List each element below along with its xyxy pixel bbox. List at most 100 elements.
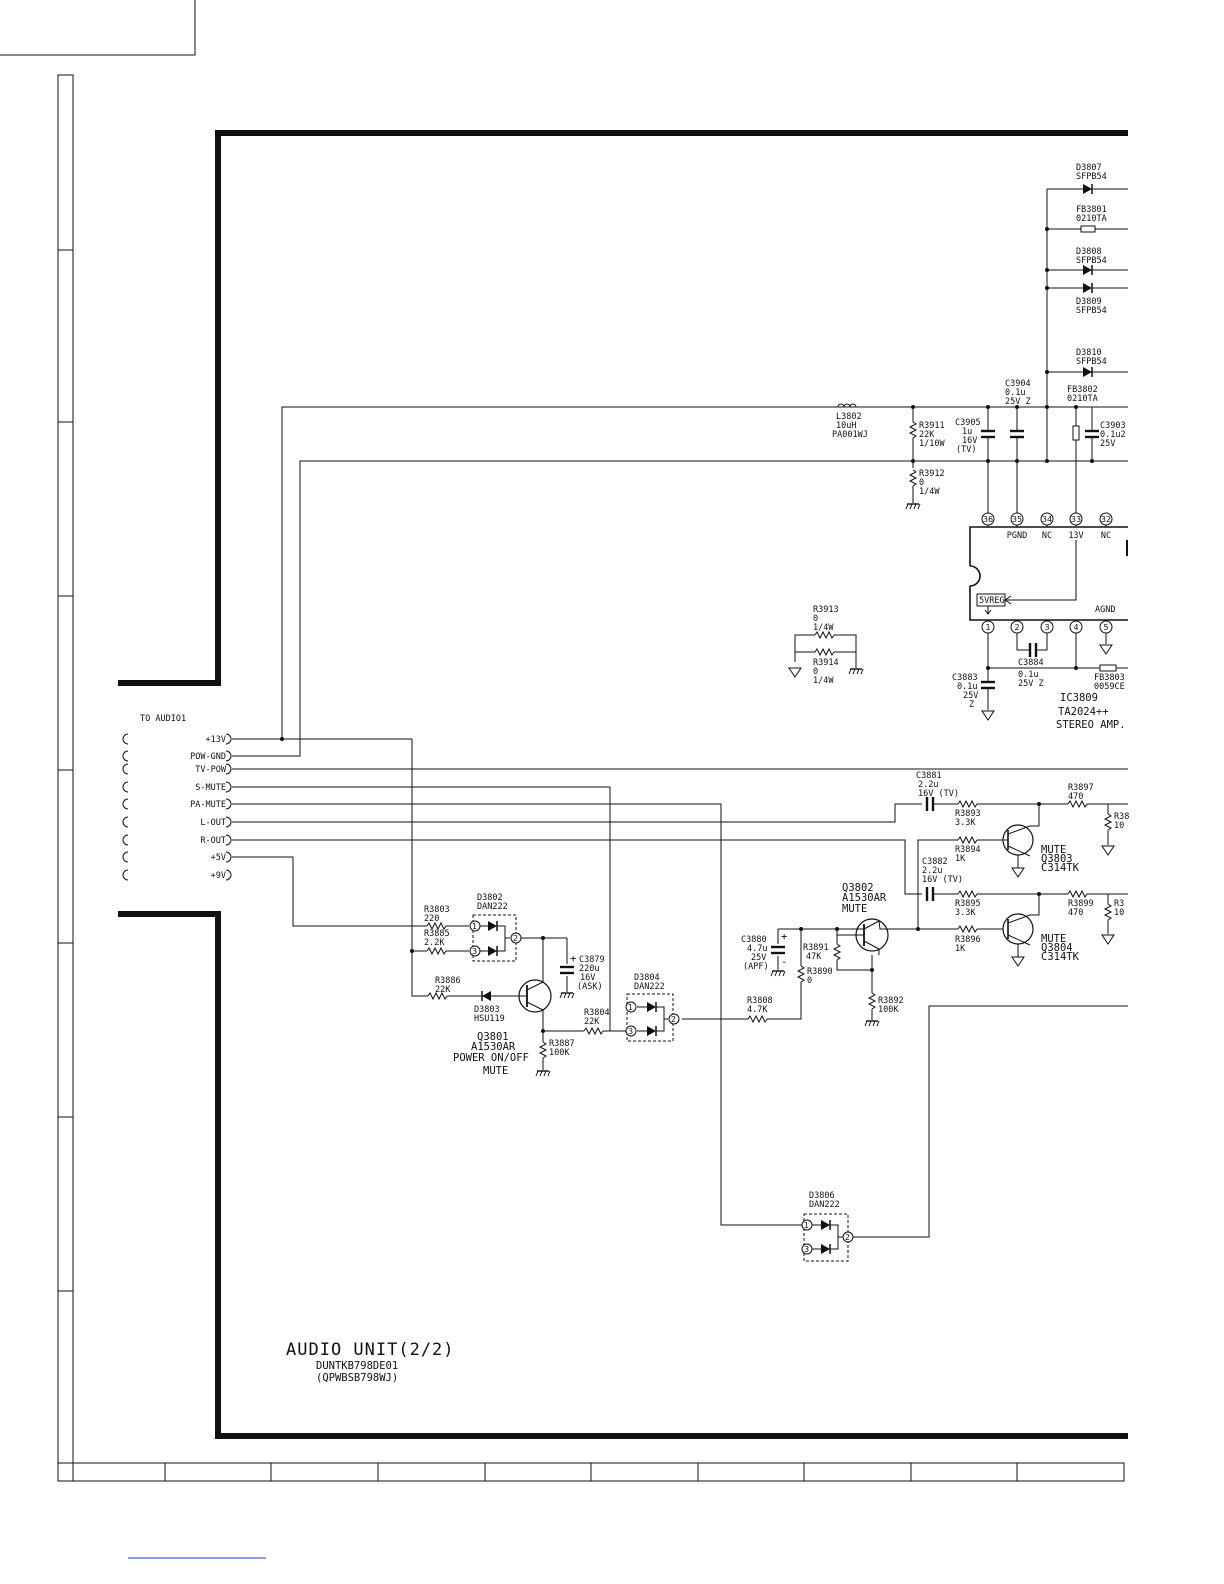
svg-text:33: 33: [1071, 515, 1081, 524]
svg-text:Q3803: Q3803: [1041, 853, 1073, 865]
svg-text:1: 1: [985, 623, 990, 632]
svg-text:2: 2: [1014, 623, 1019, 632]
svg-text:1: 1: [804, 1221, 809, 1230]
svg-text:25V Z: 25V Z: [1018, 679, 1044, 689]
svg-text:0210TA: 0210TA: [1067, 394, 1098, 404]
svg-text:R3899: R3899: [1068, 899, 1094, 909]
connector-pin-label: +9V: [211, 871, 226, 881]
ic-agnd-label: AGND: [1095, 605, 1115, 615]
connector-pin: L-OUT: [122, 816, 232, 828]
svg-text:2.2u: 2.2u: [918, 780, 938, 790]
svg-text:25V: 25V: [1100, 439, 1115, 449]
svg-text:470: 470: [1068, 792, 1083, 802]
ic-pin-name: PGND: [1007, 531, 1027, 541]
connector-pin: +5V: [122, 851, 232, 863]
svg-text:1: 1: [628, 1003, 633, 1012]
page-frame: [0, 0, 1125, 1559]
connector-pin-label: +13V: [206, 735, 226, 745]
svg-text:D3806: D3806: [809, 1191, 835, 1201]
svg-text:+: +: [781, 931, 787, 943]
svg-text:36: 36: [983, 515, 993, 524]
connector-pin-label: +5V: [211, 853, 226, 863]
svg-text:R38: R38: [1114, 812, 1129, 822]
connector-pin: POW-GND: [122, 750, 232, 762]
svg-text:HSU119: HSU119: [474, 1014, 505, 1024]
svg-text:C3905: C3905: [955, 418, 981, 428]
connector-title: TO AUDIO1: [140, 714, 186, 724]
svg-text:(TV): (TV): [956, 445, 976, 455]
svg-text:R3895: R3895: [955, 899, 981, 909]
svg-text:+: +: [570, 953, 576, 965]
svg-text:R3911: R3911: [919, 421, 945, 431]
svg-text:D3809: D3809: [1076, 297, 1102, 307]
svg-text:FB3802: FB3802: [1067, 385, 1098, 395]
svg-text:FB3801: FB3801: [1076, 205, 1107, 215]
svg-text:R3: R3: [1114, 899, 1124, 909]
svg-text:100K: 100K: [549, 1048, 570, 1058]
svg-text:0.1u: 0.1u: [1018, 670, 1038, 680]
svg-text:R3914: R3914: [813, 658, 839, 668]
svg-text:1u: 1u: [962, 427, 972, 437]
ic-bottom-pin: 3: [1040, 620, 1054, 634]
svg-text:35: 35: [1012, 515, 1022, 524]
svg-text:R3891: R3891: [803, 943, 829, 953]
svg-text:25V Z: 25V Z: [1005, 397, 1031, 407]
sheet-part-number: DUNTKB798DE01: [316, 1360, 398, 1372]
power-mute-section: R3803 220 R3885 2.2K D3802 DAN222 + C387…: [424, 893, 849, 1262]
svg-text:1/4W: 1/4W: [919, 487, 940, 497]
svg-text:MUTE: MUTE: [483, 1065, 508, 1077]
sheet-title: AUDIO UNIT(2/2): [286, 1340, 455, 1360]
d3810-diode: D3810 SFPB54: [1076, 348, 1107, 378]
svg-text:0.1u2: 0.1u2: [1100, 430, 1126, 440]
svg-text:0: 0: [813, 614, 818, 624]
svg-text:(APF): (APF): [743, 962, 769, 972]
svg-text:2: 2: [845, 1233, 850, 1242]
unit-outline: [118, 130, 1128, 1439]
svg-text:A1530AR: A1530AR: [471, 1041, 516, 1053]
svg-text:22K: 22K: [435, 985, 451, 995]
ic-vreg-label: 5VREG: [979, 596, 1005, 606]
ic-bottom-components: C3883 0.1u 25V Z FB3803 0059CE C3884 0.1…: [788, 605, 1128, 721]
c3904-capacitor: C3904 0.1u 25V Z: [1005, 379, 1031, 513]
supply-section: L3802 10uH PA001WJ R3911 22K 1/10W R3912…: [832, 379, 1126, 513]
svg-text:D3803: D3803: [474, 1005, 500, 1015]
svg-text:470: 470: [1068, 908, 1083, 918]
svg-text:10uH: 10uH: [836, 421, 856, 431]
svg-text:C314TK: C314TK: [1041, 862, 1080, 874]
ic-part: TA2024++: [1058, 706, 1109, 718]
svg-text:0.1u: 0.1u: [957, 682, 977, 692]
svg-text:3: 3: [472, 947, 477, 956]
ic-ref: IC3809: [1060, 692, 1098, 704]
connector-pin: +9V: [122, 869, 232, 881]
svg-text:R3897: R3897: [1068, 783, 1094, 793]
svg-text:1/10W: 1/10W: [919, 439, 945, 449]
svg-text:C3884: C3884: [1018, 658, 1044, 668]
signal-wires: [232, 188, 1128, 1226]
svg-text:3: 3: [628, 1027, 633, 1036]
ic-bottom-pin: 1: [981, 620, 995, 634]
svg-text:3.3K: 3.3K: [955, 908, 976, 918]
audio-path-right: C3882 2.2u 16V (TV) R3895 3.3K R3899 470…: [889, 839, 1128, 967]
svg-text:3.3K: 3.3K: [955, 818, 976, 828]
connector-pin-label: L-OUT: [200, 818, 226, 828]
svg-text:SFPB54: SFPB54: [1076, 306, 1107, 316]
svg-text:L3802: L3802: [836, 412, 862, 422]
connector-pin: +13V: [122, 733, 232, 745]
svg-text:R3890: R3890: [807, 967, 833, 977]
svg-text:34: 34: [1042, 515, 1052, 524]
c3905-capacitor: C3905 1u 16V (TV): [955, 405, 997, 513]
d3809-diode: D3809 SFPB54: [1076, 282, 1107, 316]
svg-text:2.2u: 2.2u: [922, 866, 942, 876]
svg-text:0.1u: 0.1u: [1005, 388, 1025, 398]
svg-text:47K: 47K: [806, 952, 822, 962]
connector-pin: TV-POW: [122, 763, 232, 775]
svg-text:1/4W: 1/4W: [813, 676, 834, 686]
connector-pin: S-MUTE: [122, 781, 232, 793]
svg-text:16V (TV): 16V (TV): [918, 789, 959, 799]
d3808-diode: D3808 SFPB54: [1076, 247, 1107, 276]
svg-text:FB3803: FB3803: [1094, 673, 1125, 683]
svg-text:R3886: R3886: [435, 976, 461, 986]
svg-text:D3808: D3808: [1076, 247, 1102, 257]
